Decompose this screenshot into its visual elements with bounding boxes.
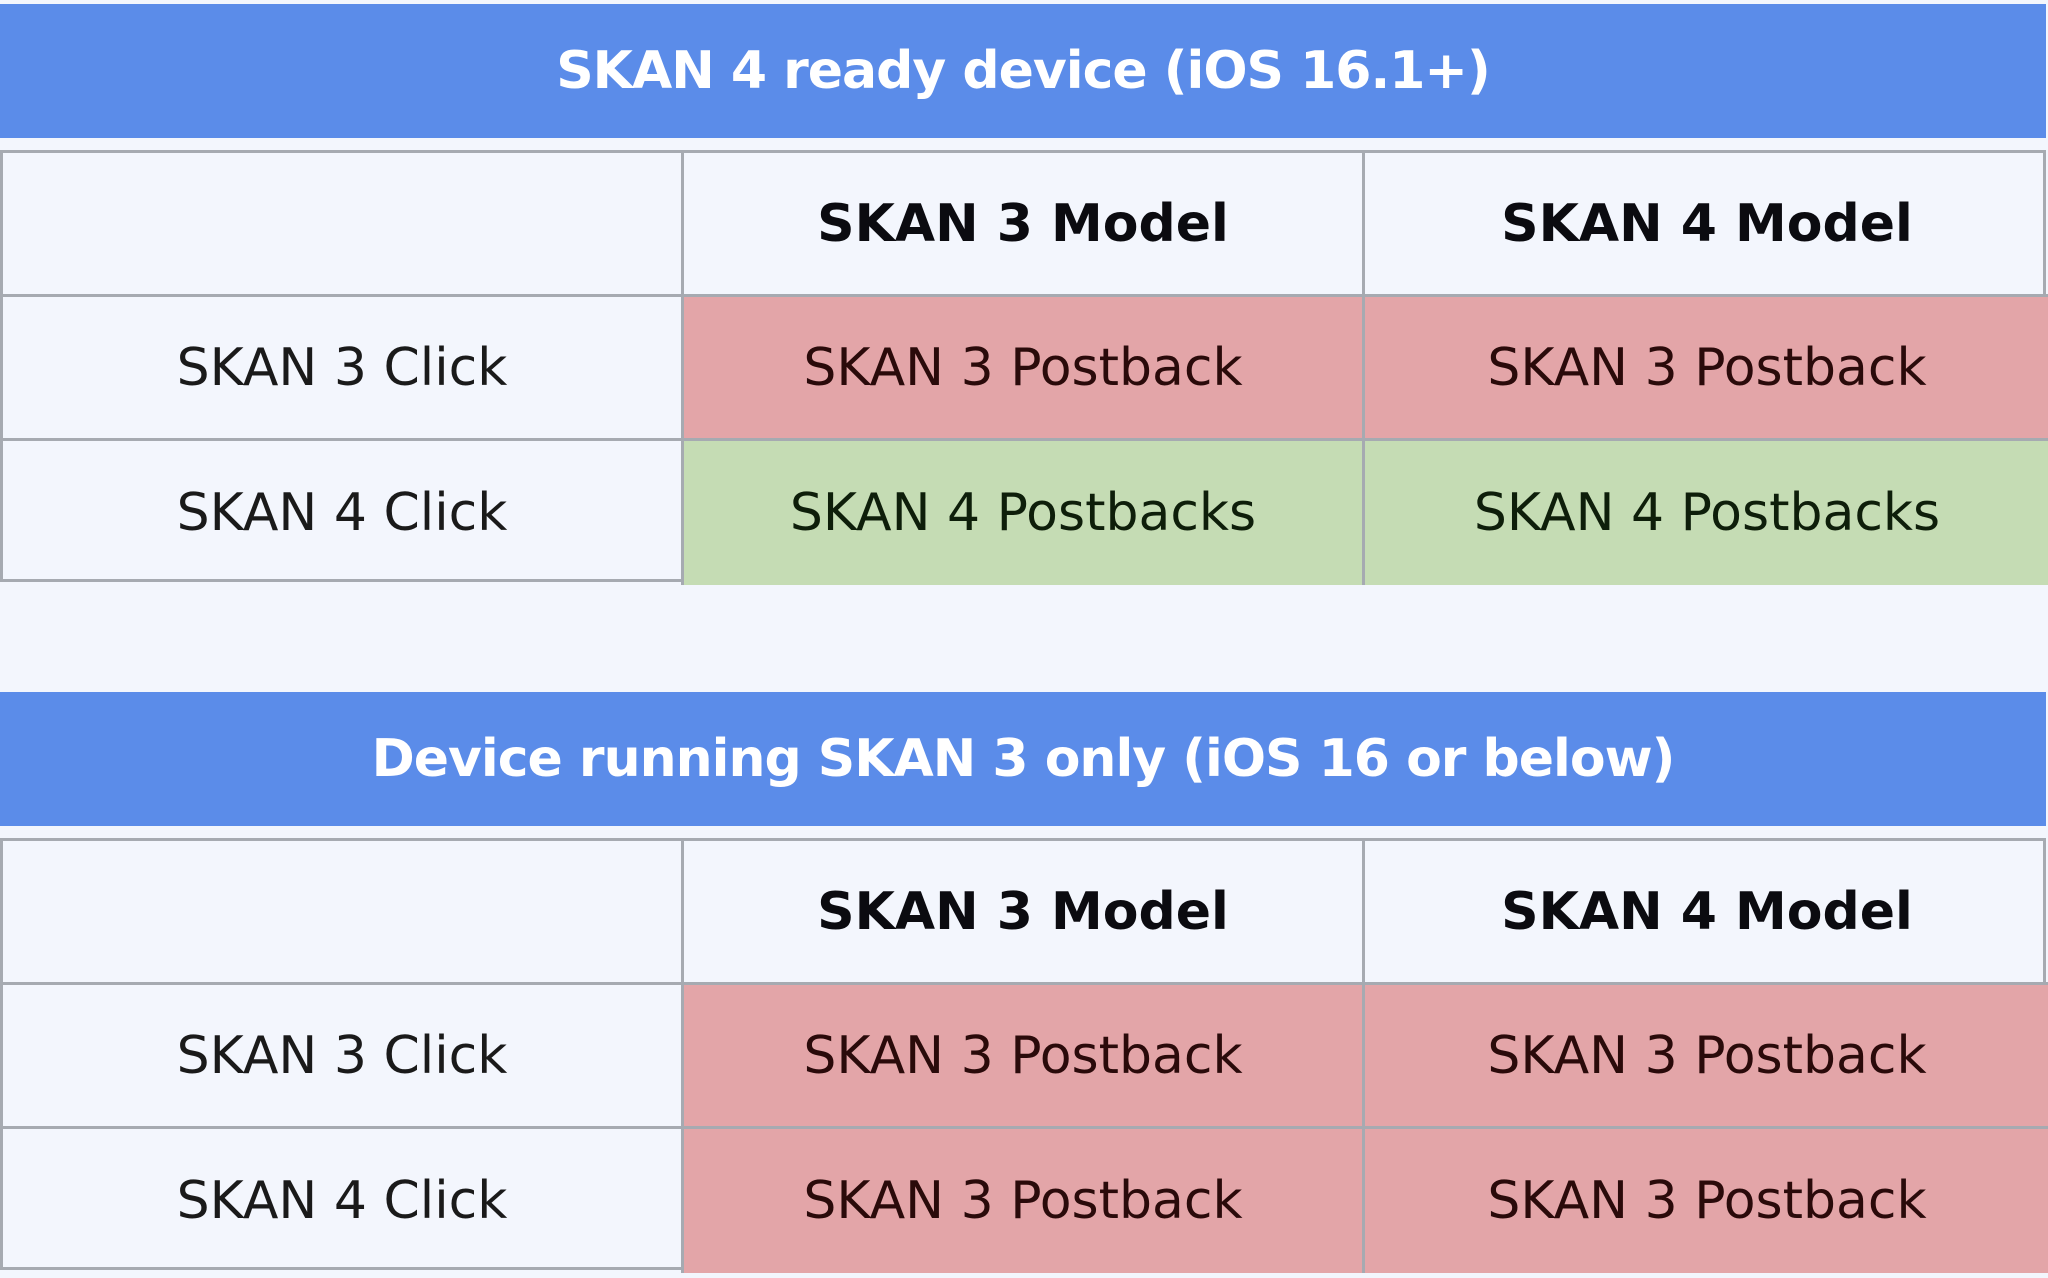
row-label-skan4-click: SKAN 4 Click — [3, 1129, 684, 1273]
row-label-skan3-click: SKAN 3 Click — [3, 297, 684, 441]
column-header-skan3-model: SKAN 3 Model — [684, 841, 1365, 985]
table-cell: SKAN 3 Postback — [1365, 297, 2048, 441]
row-label-skan3-click: SKAN 3 Click — [3, 985, 684, 1129]
section-title-text: Device running SKAN 3 only (iOS 16 or be… — [371, 729, 1676, 789]
corner-cell — [3, 841, 684, 985]
corner-cell — [3, 153, 684, 297]
row-label-skan4-click: SKAN 4 Click — [3, 441, 684, 585]
table-cell: SKAN 3 Postback — [684, 297, 1365, 441]
table-cell: SKAN 3 Postback — [684, 1129, 1365, 1273]
table-cell: SKAN 3 Postback — [684, 985, 1365, 1129]
section-title-skan3-only: Device running SKAN 3 only (iOS 16 or be… — [0, 692, 2046, 826]
section-title-text: SKAN 4 ready device (iOS 16.1+) — [556, 41, 1491, 101]
column-header-skan3-model: SKAN 3 Model — [684, 153, 1365, 297]
table-cell: SKAN 4 Postbacks — [1365, 441, 2048, 585]
table-cell: SKAN 3 Postback — [1365, 1129, 2048, 1273]
column-header-skan4-model: SKAN 4 Model — [1365, 153, 2048, 297]
section-title-skan4-ready: SKAN 4 ready device (iOS 16.1+) — [0, 4, 2046, 138]
table-cell: SKAN 3 Postback — [1365, 985, 2048, 1129]
column-header-skan4-model: SKAN 4 Model — [1365, 841, 2048, 985]
skan4-ready-table: SKAN 3 Model SKAN 4 Model SKAN 3 Click S… — [0, 150, 2048, 585]
table-cell: SKAN 4 Postbacks — [684, 441, 1365, 585]
skan3-only-table: SKAN 3 Model SKAN 4 Model SKAN 3 Click S… — [0, 838, 2048, 1273]
